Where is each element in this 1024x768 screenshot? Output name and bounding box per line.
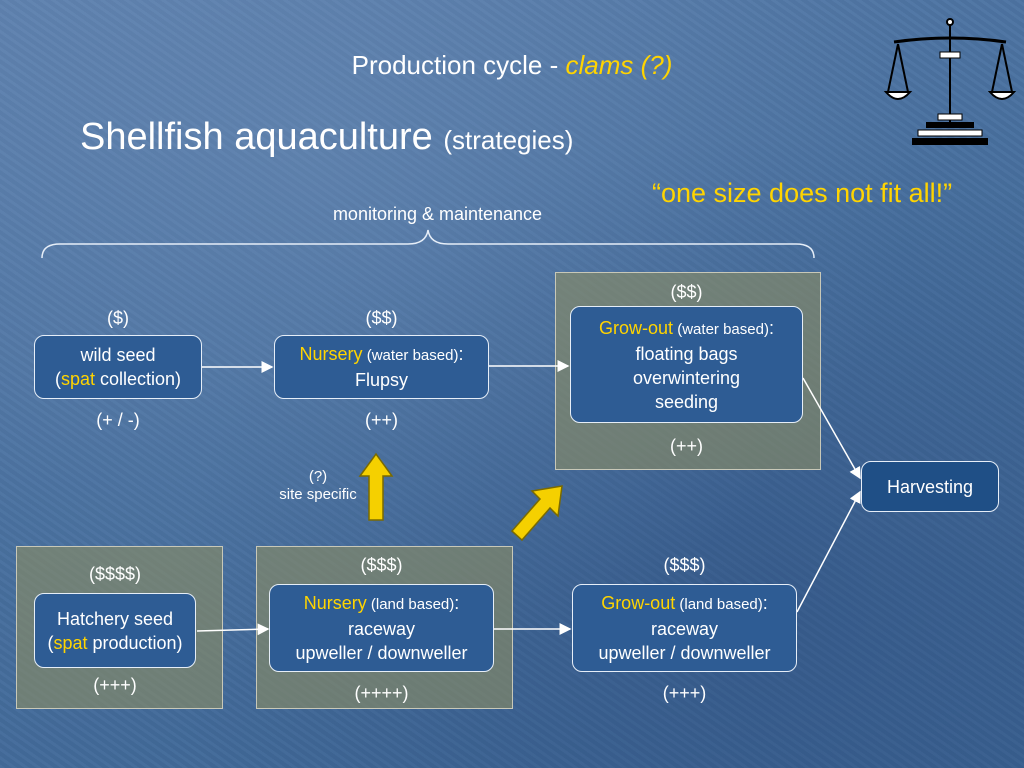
wild-rating: (+ / -)	[96, 410, 140, 430]
nursery-water-colon: :	[458, 344, 464, 364]
growout-land-qual: (land based)	[675, 596, 763, 613]
growout-land-rating: (+++)	[662, 683, 707, 703]
subtitle-main: Shellfish aquaculture	[80, 116, 433, 158]
arrow-growout-water-to-harvest	[802, 377, 861, 480]
hatchery-rest: production)	[87, 632, 183, 653]
nursery-water-line2: Flupsy	[354, 370, 408, 390]
slide-subtitle: Shellfish aquaculture (strategies)	[80, 116, 573, 159]
growout-land-line2: raceway	[650, 619, 719, 639]
growout-land-colon: :	[762, 593, 768, 613]
nursery-land-line3: upweller / downweller	[295, 643, 468, 663]
nursery-water-cost: ($$)	[365, 308, 398, 328]
node-growout-water: Grow-out (water based): floating bags ov…	[570, 306, 803, 423]
subtitle-small: (strategies)	[443, 125, 574, 155]
hatchery-cost: ($$$$)	[88, 564, 142, 584]
nursery-land-colon: :	[454, 593, 460, 613]
hatchery-rating: (+++)	[93, 675, 137, 695]
growout-water-cost: ($$)	[670, 282, 703, 302]
site-note-line2: site specific	[279, 486, 357, 503]
nursery-land-hl: Nursery	[303, 593, 367, 613]
growout-land-line3: upweller / downweller	[598, 643, 771, 663]
node-nursery-land: Nursery (land based): raceway upweller /…	[269, 584, 494, 672]
harvest-label: Harvesting	[886, 476, 974, 497]
growout-water-line3: overwintering	[632, 367, 741, 388]
node-harvesting: Harvesting	[861, 461, 999, 512]
nursery-land-rating: (++++)	[354, 683, 409, 703]
wild-cost: ($)	[107, 308, 129, 328]
up-arrow-icon	[358, 452, 394, 521]
arrow-hatchery-to-nursery	[196, 623, 270, 636]
monitoring-brace	[41, 229, 815, 259]
growout-water-colon: :	[768, 317, 774, 338]
nursery-land-qual: (land based)	[366, 596, 455, 613]
balance-scale-icon	[883, 18, 1017, 145]
hatchery-open: (	[47, 632, 54, 653]
growout-water-qual: (water based)	[673, 320, 769, 338]
growout-water-hl: Grow-out	[599, 317, 674, 338]
diagonal-arrow-icon	[510, 485, 563, 542]
wild-spat: spat	[60, 369, 95, 389]
growout-water-line2: floating bags	[635, 343, 738, 364]
nursery-water-hl: Nursery	[299, 344, 363, 364]
growout-water-line4: seeding	[654, 391, 719, 412]
wild-rest: collection)	[94, 369, 182, 389]
node-nursery-water: Nursery (water based): Flupsy	[274, 335, 489, 399]
site-note: (?) site specific	[272, 468, 364, 504]
title-highlight: clams (?)	[565, 50, 673, 80]
nursery-land-cost: ($$$)	[360, 555, 403, 575]
growout-water-rating: (++)	[669, 436, 703, 456]
site-note-line1: (?)	[308, 468, 328, 485]
monitoring-label: monitoring & maintenance	[332, 204, 543, 224]
nursery-water-rating: (++)	[364, 410, 398, 430]
growout-land-hl: Grow-out	[601, 593, 676, 613]
node-wild-seed: wild seed (spat collection)	[34, 335, 202, 399]
hatchery-line1: Hatchery seed	[56, 608, 174, 629]
nursery-land-line2: raceway	[347, 619, 416, 639]
slide-title: Production cycle - clams (?)	[0, 50, 1024, 81]
arrow-growout-land-to-harvest	[796, 490, 861, 613]
wild-line1: wild seed	[80, 345, 156, 365]
hatchery-spat: spat	[53, 632, 88, 653]
title-prefix: Production cycle -	[351, 50, 566, 80]
wild-open: (	[54, 369, 61, 389]
quote-text: “one size does not fit all!”	[652, 178, 953, 208]
growout-land-cost: ($$$)	[663, 555, 706, 575]
nursery-water-qual: (water based)	[362, 347, 459, 364]
node-growout-land: Grow-out (land based): raceway upweller …	[572, 584, 797, 672]
node-hatchery-seed: Hatchery seed (spat production)	[34, 593, 196, 668]
